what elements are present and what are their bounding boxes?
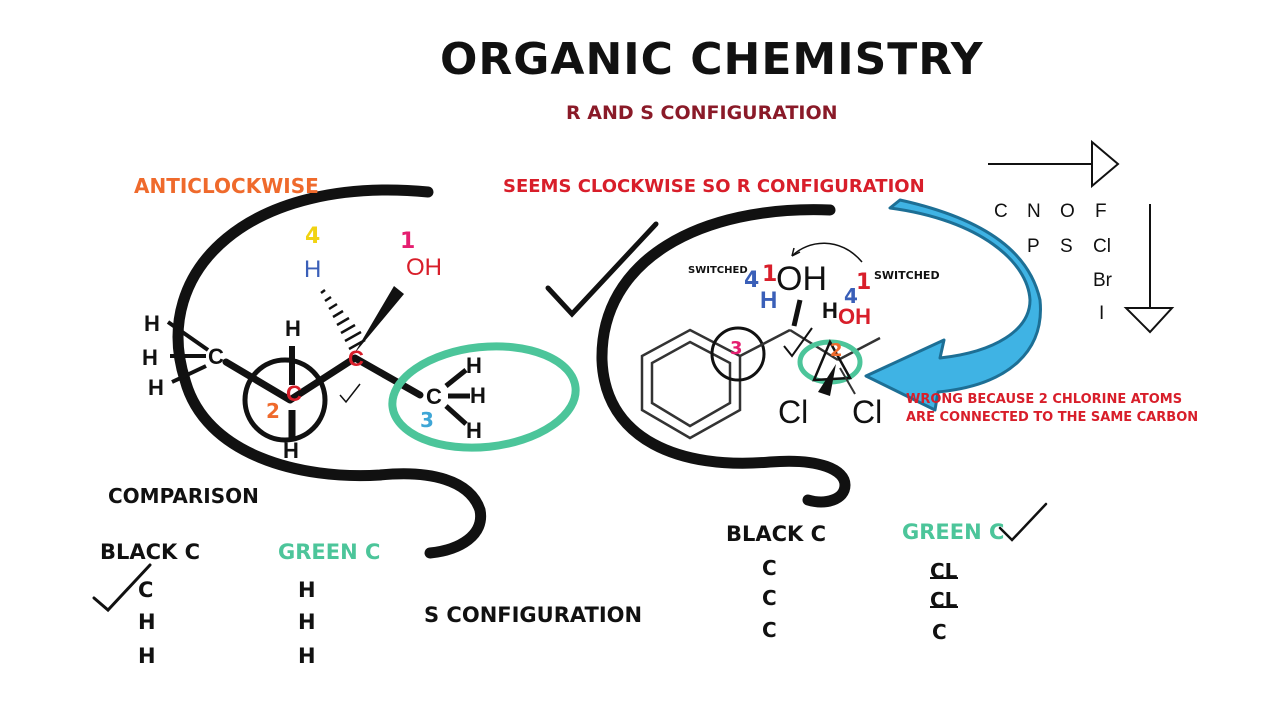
left-green-col-1: H [298, 578, 316, 602]
right-priority-2: 2 [830, 340, 843, 361]
atom-h-methyl-1: H [144, 311, 160, 336]
wrong-note-line-2: ARE CONNECTED TO THE SAME CARBON [906, 410, 1199, 425]
bond-green-h1 [444, 368, 468, 388]
right-black-col-2: C [762, 586, 777, 610]
atom-h-mid-bottom: H [283, 438, 299, 463]
priority-s: S [1060, 236, 1073, 257]
bond-hc-3 [171, 364, 207, 384]
switched-label-right: SWITCHED [874, 269, 940, 282]
wedge-cl [818, 364, 836, 396]
priority-f: F [1095, 201, 1107, 222]
right-atom-cl-1: Cl [778, 394, 809, 430]
bond-oh-wedge [791, 299, 803, 327]
left-black-col-3: H [138, 644, 156, 668]
atom-c-green: C [426, 384, 442, 409]
right-atom-oh-switched: OH [776, 260, 827, 298]
hashed-wedge [320, 289, 366, 351]
right-priority-1b: 1 [856, 270, 872, 295]
carbon-chain [222, 354, 424, 404]
priority-3-label: 3 [420, 408, 434, 432]
right-atom-h-switched: H [760, 287, 778, 314]
page-title: ORGANIC CHEMISTRY [440, 34, 984, 85]
atom-c-stereocenter: C [348, 346, 364, 371]
benzene-ring [640, 328, 742, 440]
atom-h-top: H [304, 256, 322, 283]
priority-n: N [1027, 201, 1041, 222]
bond-hc-1 [166, 320, 210, 352]
priority-i: I [1099, 303, 1105, 324]
right-priority-1a: 1 [762, 262, 778, 287]
big-check-middle [545, 221, 659, 318]
check-black-c [92, 563, 152, 613]
atom-h-green-3: H [466, 418, 482, 443]
priority-1-label: 1 [400, 229, 416, 254]
bond-cl2 [839, 367, 856, 395]
atom-c-methyl: C [208, 344, 224, 369]
right-green-c-label: GREEN C [902, 520, 1005, 544]
comparison-label: COMPARISON [108, 484, 259, 508]
wrong-note-line-1: WRONG BECAUSE 2 CHLORINE ATOMS [906, 392, 1183, 407]
blue-curved-arrow [864, 198, 1042, 412]
left-black-c-label: BLACK C [100, 540, 201, 564]
left-green-col-3: H [298, 644, 316, 668]
priority-arrow-down-head [1123, 307, 1175, 334]
left-black-col-2: H [138, 610, 156, 634]
atom-h-green-2: H [470, 383, 486, 408]
priority-arrow-right-head [1091, 139, 1120, 189]
left-rotation-arc [172, 184, 487, 559]
priority-c: C [994, 201, 1008, 222]
right-atom-cl-2: Cl [852, 394, 883, 430]
priority-p: P [1027, 236, 1040, 257]
black-c-circle [242, 357, 328, 443]
s-configuration-result: S CONFIGURATION [424, 603, 643, 627]
priority-4-label: 4 [305, 224, 321, 249]
atom-h-methyl-2: H [142, 345, 158, 370]
anticlockwise-heading: ANTICLOCKWISE [134, 174, 319, 198]
right-green-col-3: C [932, 620, 947, 644]
right-black-col-3: C [762, 618, 777, 642]
right-priority-3: 3 [730, 338, 743, 359]
page-subtitle: R AND S CONFIGURATION [566, 102, 838, 124]
atom-h-mid-top: H [285, 316, 301, 341]
atom-c-black-circle: C [286, 381, 302, 406]
atom-h-green-1: H [466, 353, 482, 378]
small-check-left [339, 383, 361, 404]
black-circle-3 [710, 326, 766, 382]
right-rotation-arc [596, 204, 851, 508]
switched-label-left: SWITCHED [688, 265, 748, 276]
right-green-col-2: CL [930, 588, 958, 612]
right-black-col-1: C [762, 556, 777, 580]
left-black-col-1: C [138, 578, 154, 602]
seems-clockwise-heading: SEEMS CLOCKWISE SO R CONFIGURATION [503, 176, 925, 197]
right-priority-4a: 4 [744, 268, 760, 293]
right-green-col-1: CL [930, 559, 958, 583]
green-ellipse [388, 342, 580, 452]
right-small-check [783, 327, 813, 358]
bond-green-h3 [444, 404, 468, 426]
solid-wedge [354, 286, 404, 354]
bond-c2-tail [837, 336, 881, 362]
priority-br: Br [1093, 270, 1112, 291]
right-black-c-label: BLACK C [726, 522, 827, 546]
bond-ring-c [739, 328, 791, 358]
atom-h-methyl-3: H [148, 375, 164, 400]
check-green-c [998, 502, 1048, 542]
right-atom-oh: OH [838, 304, 871, 329]
right-atom-h: H [822, 298, 838, 323]
right-priority-4b: 4 [844, 284, 858, 308]
switch-arrow [791, 242, 863, 263]
priority-2-label: 2 [266, 399, 280, 423]
atom-oh: OH [406, 254, 442, 281]
left-green-c-label: GREEN C [278, 540, 381, 564]
priority-o: O [1060, 201, 1075, 222]
left-green-col-2: H [298, 610, 316, 634]
priority-cl: Cl [1093, 236, 1111, 257]
